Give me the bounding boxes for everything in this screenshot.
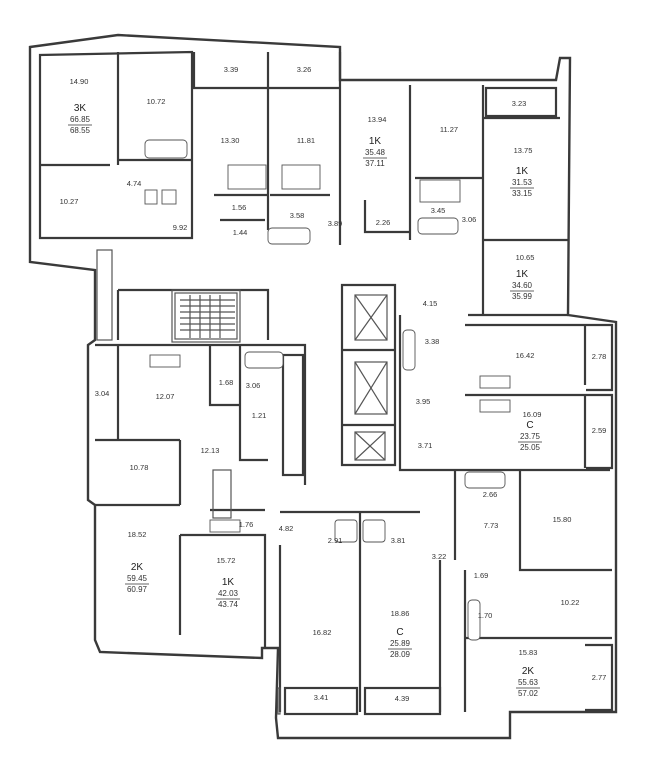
room-area: 1.76 bbox=[239, 520, 254, 529]
room-area: 2.78 bbox=[592, 352, 607, 361]
apartment-3k-label: 3K 66.85 68.55 bbox=[68, 103, 92, 135]
room-area: 3.22 bbox=[432, 552, 447, 561]
svg-text:31.53: 31.53 bbox=[512, 178, 533, 187]
room-area: 14.90 bbox=[70, 77, 89, 86]
room-area: 1.44 bbox=[233, 228, 248, 237]
svg-text:55.63: 55.63 bbox=[518, 678, 539, 687]
room-area: 4.39 bbox=[395, 694, 410, 703]
room-area: 3.41 bbox=[314, 693, 329, 702]
room-area: 13.94 bbox=[368, 115, 387, 124]
room-area: 15.72 bbox=[217, 556, 236, 565]
room-area: 16.09 bbox=[523, 410, 542, 419]
outer-walls bbox=[28, 33, 618, 740]
svg-text:23.75: 23.75 bbox=[520, 432, 541, 441]
apartment-2k-a-label: 2K 59.45 60.97 bbox=[125, 562, 149, 594]
room-area: 3.39 bbox=[224, 65, 239, 74]
room-area: 1.69 bbox=[474, 571, 489, 580]
room-area: 2.59 bbox=[592, 426, 607, 435]
room-area: 4.15 bbox=[423, 299, 438, 308]
svg-text:25.89: 25.89 bbox=[390, 639, 411, 648]
svg-text:33.15: 33.15 bbox=[512, 189, 533, 198]
stairwell bbox=[174, 292, 238, 340]
room-area: 10.65 bbox=[516, 253, 535, 262]
room-area: 15.80 bbox=[553, 515, 572, 524]
svg-text:42.03: 42.03 bbox=[218, 589, 239, 598]
room-area: 10.27 bbox=[60, 197, 79, 206]
apartment-1k-d-label: 1K 42.03 43.74 bbox=[216, 577, 240, 609]
room-area: 3.06 bbox=[246, 381, 261, 390]
room-area: 2.26 bbox=[376, 218, 391, 227]
room-area: 1.68 bbox=[219, 378, 234, 387]
apartment-1k-b-label: 1K 31.53 33.15 bbox=[510, 166, 534, 198]
apartment-c-b-label: C 25.89 28.09 bbox=[388, 627, 412, 659]
svg-text:1K: 1K bbox=[369, 136, 382, 147]
room-area: 16.82 bbox=[313, 628, 332, 637]
svg-text:35.99: 35.99 bbox=[512, 292, 533, 301]
bathroom-fixtures bbox=[144, 139, 511, 641]
room-area: 12.13 bbox=[201, 446, 220, 455]
svg-text:34.60: 34.60 bbox=[512, 281, 533, 290]
room-area: 12.07 bbox=[156, 392, 175, 401]
room-area: 4.74 bbox=[127, 179, 142, 188]
svg-text:28.09: 28.09 bbox=[390, 650, 411, 659]
apartment-1k-c-label: 1K 34.60 35.99 bbox=[510, 269, 534, 301]
svg-text:43.74: 43.74 bbox=[218, 600, 239, 609]
apartment-2k-b-label: 2K 55.63 57.02 bbox=[516, 666, 540, 698]
room-area: 3.81 bbox=[391, 536, 406, 545]
svg-text:3K: 3K bbox=[74, 103, 87, 114]
room-area: 4.82 bbox=[279, 524, 294, 533]
room-area: 3.45 bbox=[431, 206, 446, 215]
interior-walls bbox=[38, 50, 614, 716]
svg-text:37.11: 37.11 bbox=[365, 159, 385, 168]
room-area: 15.83 bbox=[519, 648, 538, 657]
room-area: 3.26 bbox=[297, 65, 312, 74]
svg-text:35.48: 35.48 bbox=[365, 148, 386, 157]
svg-text:1K: 1K bbox=[516, 269, 529, 280]
room-area: 3.58 bbox=[290, 211, 305, 220]
svg-text:59.45: 59.45 bbox=[127, 574, 148, 583]
apartment-c-a-label: C 23.75 25.05 bbox=[518, 420, 542, 452]
room-area: 10.78 bbox=[130, 463, 149, 472]
room-area: 1.56 bbox=[232, 203, 247, 212]
room-area: 3.04 bbox=[95, 389, 110, 398]
balconies bbox=[96, 249, 281, 715]
svg-text:1K: 1K bbox=[222, 577, 235, 588]
room-area: 1.70 bbox=[478, 611, 493, 620]
svg-text:25.05: 25.05 bbox=[520, 443, 541, 452]
room-area: 3.23 bbox=[512, 99, 527, 108]
svg-text:C: C bbox=[396, 627, 403, 638]
room-area: 3.89 bbox=[328, 219, 343, 228]
svg-text:2K: 2K bbox=[522, 666, 535, 677]
room-area: 18.52 bbox=[128, 530, 147, 539]
room-area-labels: 14.90 10.72 3.39 3.26 3.23 13.30 11.81 1… bbox=[60, 65, 607, 703]
room-area: 18.86 bbox=[391, 609, 410, 618]
room-area: 3.95 bbox=[416, 397, 431, 406]
elevator-shafts bbox=[354, 294, 388, 461]
room-area: 11.81 bbox=[297, 136, 315, 145]
room-area: 16.42 bbox=[516, 351, 535, 360]
svg-text:1K: 1K bbox=[516, 166, 529, 177]
room-area: 3.38 bbox=[425, 337, 440, 346]
apartment-1k-a-label: 1K 35.48 37.11 bbox=[363, 136, 387, 168]
room-area: 11.27 bbox=[440, 125, 458, 134]
room-area: 2.66 bbox=[483, 490, 498, 499]
svg-text:2K: 2K bbox=[131, 562, 144, 573]
svg-text:60.97: 60.97 bbox=[127, 585, 148, 594]
svg-text:68.55: 68.55 bbox=[70, 126, 91, 135]
svg-text:57.02: 57.02 bbox=[518, 689, 539, 698]
svg-text:66.85: 66.85 bbox=[70, 115, 91, 124]
room-area: 13.75 bbox=[514, 146, 533, 155]
room-area: 3.71 bbox=[418, 441, 433, 450]
room-area: 10.72 bbox=[147, 97, 166, 106]
room-area: 10.22 bbox=[561, 598, 580, 607]
room-area: 7.73 bbox=[484, 521, 499, 530]
room-area: 2.77 bbox=[592, 673, 607, 682]
room-area: 13.30 bbox=[221, 136, 240, 145]
room-area: 2.91 bbox=[328, 536, 343, 545]
room-area: 1.21 bbox=[252, 411, 267, 420]
room-area: 9.92 bbox=[173, 223, 188, 232]
svg-text:C: C bbox=[526, 420, 533, 431]
room-area: 3.06 bbox=[462, 215, 477, 224]
